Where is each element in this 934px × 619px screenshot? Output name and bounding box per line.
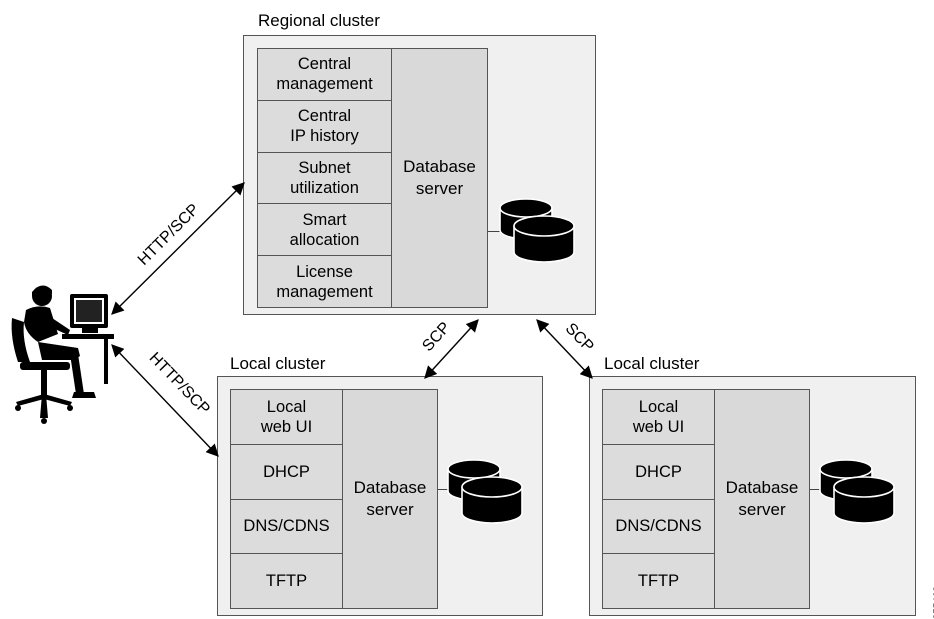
local-cluster-left: Local web UI DHCP DNS/CDNS TFTP Database… (217, 376, 543, 616)
regional-db-connector (488, 231, 508, 232)
local-cluster-right: Local web UI DHCP DNS/CDNS TFTP Database… (589, 376, 916, 616)
user-workstation-icon (11, 285, 114, 424)
module-tftp: TFTP (231, 554, 342, 608)
regional-database-icon (499, 198, 575, 263)
local-left-db-connector (438, 489, 454, 490)
module-tftp: TFTP (603, 554, 714, 608)
regional-cluster: Central management Central IP history Su… (243, 35, 596, 315)
local-right-database-server: Database server (714, 389, 810, 609)
module-dhcp: DHCP (231, 444, 342, 500)
arrow-regional-to-local-right (536, 319, 593, 379)
arrow-user-to-regional (111, 182, 245, 315)
label-user-to-local: HTTP/SCP (146, 350, 213, 419)
connections-layer: HTTP/SCP HTTP/SCP SCP SCP (111, 182, 597, 457)
local-right-database-icon (819, 459, 895, 524)
local-left-database-icon (447, 459, 523, 524)
module-dhcp: DHCP (603, 444, 714, 500)
module-license-management: License management (258, 256, 391, 307)
module-central-management: Central management (258, 49, 391, 101)
local-left-database-server: Database server (342, 389, 438, 609)
label-regional-to-local-right: SCP (562, 320, 597, 355)
regional-cluster-title: Regional cluster (258, 11, 380, 30)
module-smart-allocation: Smart allocation (258, 204, 391, 257)
local-cluster-right-title: Local cluster (604, 354, 700, 373)
module-central-ip-history: Central IP history (258, 100, 391, 153)
module-local-web-ui: Local web UI (231, 390, 342, 445)
label-regional-to-local-left: SCP (419, 319, 454, 355)
regional-database-server: Database server (391, 48, 488, 308)
local-right-db-connector (810, 489, 826, 490)
arrow-user-to-local (111, 344, 219, 457)
local-left-module-list: Local web UI DHCP DNS/CDNS TFTP (230, 389, 343, 609)
arrow-regional-to-local-left (424, 319, 479, 379)
module-dns-cdns: DNS/CDNS (231, 499, 342, 555)
local-right-module-list: Local web UI DHCP DNS/CDNS TFTP (602, 389, 715, 609)
regional-module-list: Central management Central IP history Su… (257, 48, 392, 308)
local-cluster-left-title: Local cluster (230, 354, 326, 373)
module-subnet-utilization: Subnet utilization (258, 152, 391, 205)
module-dns-cdns: DNS/CDNS (603, 499, 714, 555)
module-local-web-ui: Local web UI (603, 390, 714, 445)
